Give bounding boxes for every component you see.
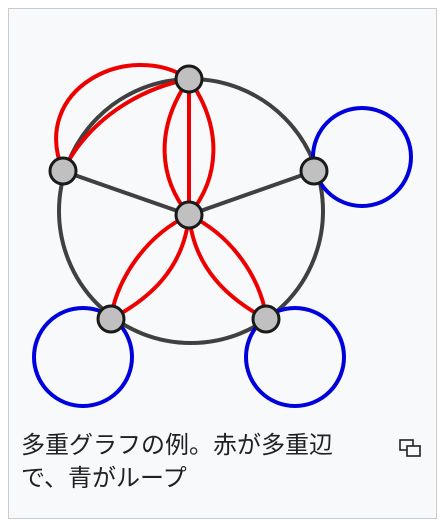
- multi-edge-center-bottomright-b: [188, 213, 268, 320]
- loop-bottom-left: [32, 306, 134, 408]
- multi-edge-top-center-right: [187, 77, 216, 217]
- edge-right-center: [188, 169, 315, 217]
- magnify-icon[interactable]: [399, 439, 421, 457]
- multi-edge-top-left-inner: [61, 77, 190, 172]
- multigraph-svg: [32, 62, 413, 408]
- loop-bottom-right: [244, 306, 346, 408]
- multi-edge-center-bottomleft-b: [110, 214, 191, 321]
- multigraph-diagram: [9, 9, 436, 429]
- caption-line-1: 多重グラフの例。赤が多重辺: [21, 431, 333, 459]
- figure-caption: 多重グラフの例。赤が多重辺 で、青がループ: [21, 429, 381, 495]
- multi-edge-top-left-outer: [54, 62, 191, 172]
- caption-line-2: で、青がループ: [21, 464, 187, 492]
- multi-edge-center-bottomright-a: [187, 214, 267, 321]
- vertex-right: [299, 156, 329, 186]
- vertex-bottom-right: [251, 304, 281, 334]
- vertex-bottom-left: [96, 304, 126, 334]
- loop-right: [311, 106, 413, 208]
- multi-edge-center-bottomleft-a: [109, 213, 190, 320]
- vertex-top: [174, 64, 204, 94]
- vertex-left: [48, 156, 78, 186]
- vertex-center: [174, 200, 204, 230]
- figure-thumbnail: 多重グラフの例。赤が多重辺 で、青がループ: [8, 8, 437, 519]
- edge-left-center: [62, 169, 190, 217]
- multi-edge-top-center-left: [162, 77, 191, 217]
